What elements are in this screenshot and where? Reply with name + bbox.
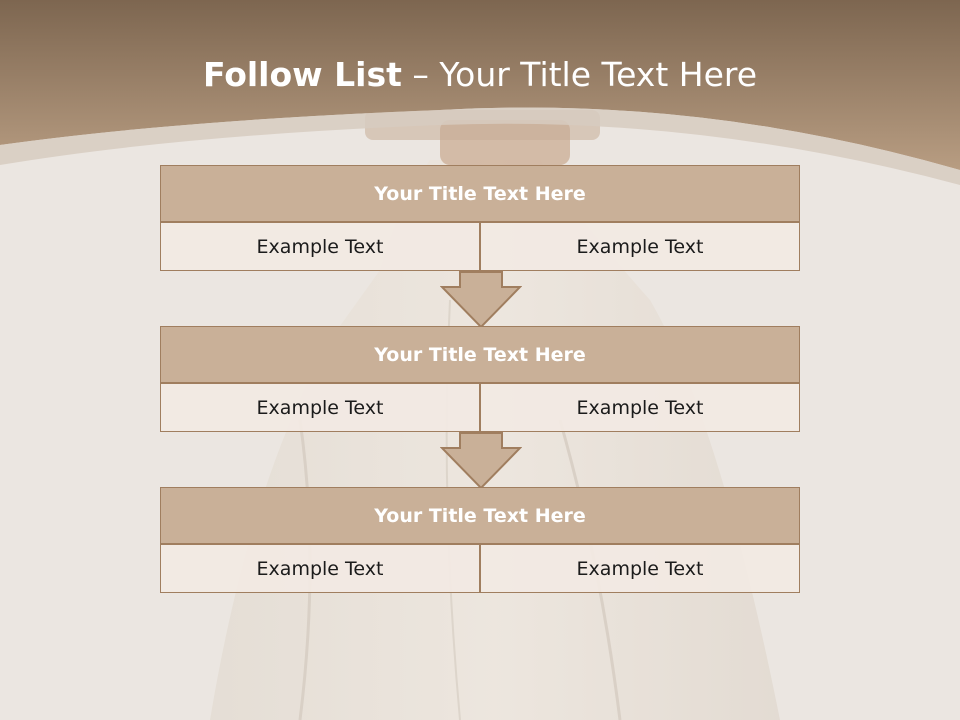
block-title: Your Title Text Here (160, 165, 800, 222)
block-right-cell: Example Text (480, 544, 800, 593)
title-rest: – Your Title Text Here (401, 55, 758, 94)
block-right-cell: Example Text (480, 383, 800, 432)
block-left-cell: Example Text (160, 383, 480, 432)
block-left-cell: Example Text (160, 222, 480, 271)
down-arrow-icon (440, 271, 522, 329)
block-left-cell: Example Text (160, 544, 480, 593)
title-bold: Follow List (202, 55, 402, 94)
block-right-cell: Example Text (480, 222, 800, 271)
block-title: Your Title Text Here (160, 326, 800, 383)
down-arrow-icon (440, 432, 522, 490)
block-title: Your Title Text Here (160, 487, 800, 544)
slide-title: Follow List – Your Title Text Here (0, 55, 960, 95)
